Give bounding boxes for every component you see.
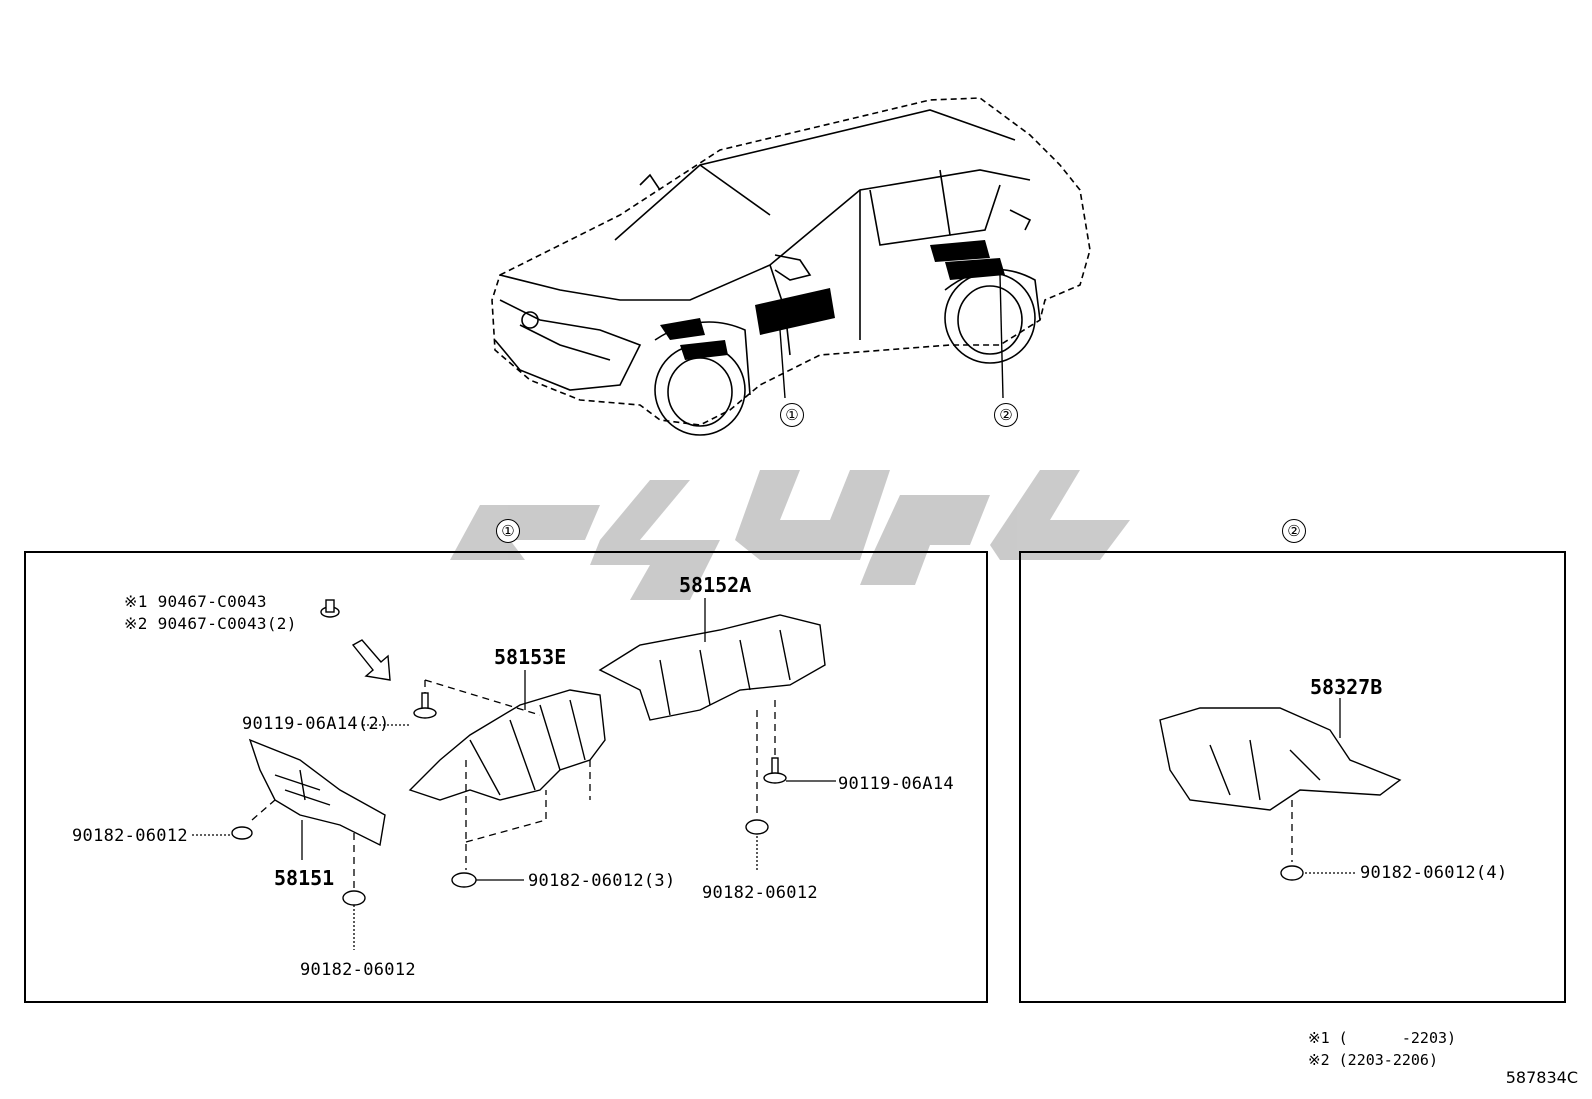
diagram-code: 587834C bbox=[1505, 1068, 1578, 1087]
insulator-58151 bbox=[248, 738, 386, 847]
insulator-58327B bbox=[1159, 707, 1402, 811]
bolt-left bbox=[413, 692, 437, 719]
panel2-nut-label: 90182-06012(4) bbox=[1360, 863, 1508, 883]
nut-bottom-left-label: 90182-06012 bbox=[300, 960, 416, 980]
bolt-right-label: 90119-06A14 bbox=[838, 774, 954, 794]
nut-right bbox=[745, 819, 769, 835]
watermark bbox=[450, 470, 1130, 600]
clip-note-2: ※2 90467-C0043(2) bbox=[124, 614, 297, 633]
nut-left bbox=[231, 826, 253, 840]
part-label-58152A: 58152A bbox=[679, 573, 752, 597]
part-label-58327B: 58327B bbox=[1310, 675, 1383, 699]
panel-two bbox=[1019, 551, 1566, 1003]
assembly-guide-lines bbox=[251, 679, 1293, 888]
nut-panel2 bbox=[1280, 865, 1304, 881]
vehicle-illustration bbox=[491, 97, 1091, 436]
clip-note-1: ※1 90467-C0043 bbox=[124, 592, 267, 611]
vehicle-leader-lines bbox=[779, 274, 1004, 399]
clip-90467 bbox=[320, 599, 340, 618]
panel-one bbox=[24, 551, 988, 1003]
insulator-58152A bbox=[598, 614, 826, 721]
callout-two-vehicle: ② bbox=[994, 403, 1018, 427]
insulator-58153E bbox=[408, 689, 606, 801]
fasteners bbox=[231, 599, 1304, 906]
direction-arrow bbox=[351, 639, 391, 681]
nut-middle-label: 90182-06012(3) bbox=[528, 871, 676, 891]
callout-two-panel: ② bbox=[1282, 519, 1306, 543]
part-label-58151: 58151 bbox=[274, 866, 335, 890]
insulator-highlight-areas bbox=[660, 240, 1005, 360]
callout-one-panel: ① bbox=[496, 519, 520, 543]
bolt-left-label: 90119-06A14(2) bbox=[242, 714, 390, 734]
footnote-1: ※1 ( -2203) bbox=[1308, 1029, 1457, 1047]
nut-left-label: 90182-06012 bbox=[72, 826, 188, 846]
callout-one-vehicle: ① bbox=[780, 403, 804, 427]
panel1-parts bbox=[248, 614, 1402, 847]
leader-lines bbox=[192, 598, 1356, 950]
footnote-2: ※2 (2203-2206) bbox=[1308, 1051, 1438, 1069]
bolt-right bbox=[763, 757, 787, 784]
part-label-58153E: 58153E bbox=[494, 645, 567, 669]
nut-right-label: 90182-06012 bbox=[702, 883, 818, 903]
